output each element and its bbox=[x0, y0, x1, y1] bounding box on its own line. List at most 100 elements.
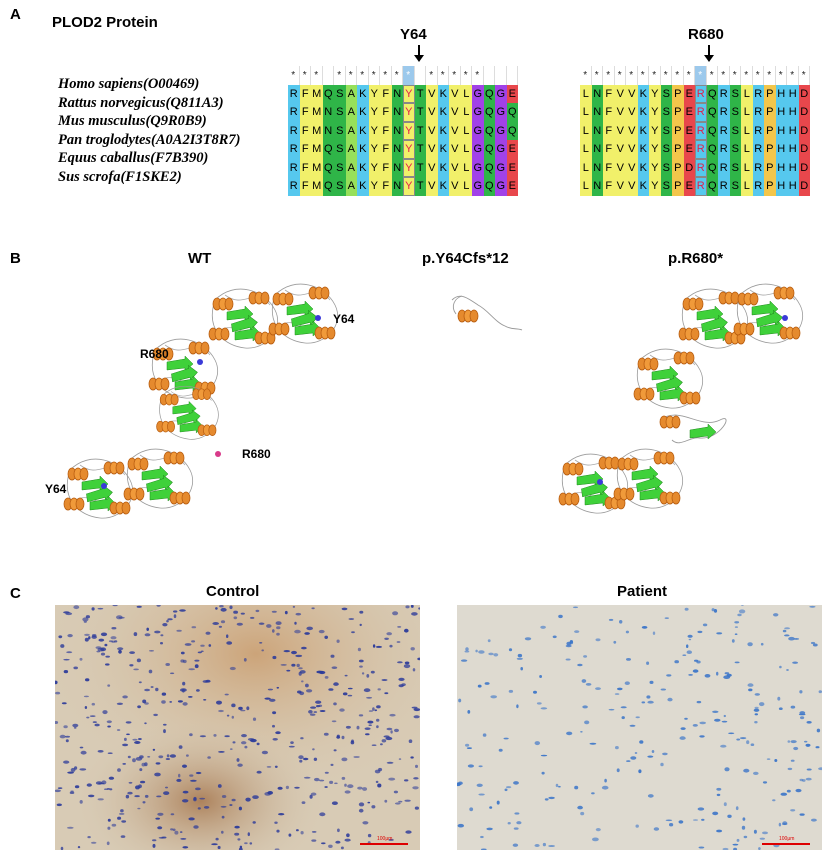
nucleus-mark bbox=[414, 806, 419, 810]
mut1-title: p.Y64Cfs*12 bbox=[422, 250, 509, 267]
nucleus-mark bbox=[741, 605, 744, 606]
nucleus-mark bbox=[589, 742, 597, 745]
nucleus-mark bbox=[723, 714, 726, 718]
residue-cell: Y bbox=[368, 84, 380, 103]
nucleus-mark bbox=[812, 643, 818, 647]
conservation-mark: * bbox=[345, 66, 357, 85]
nucleus-mark bbox=[182, 799, 189, 803]
nucleus-mark bbox=[799, 813, 805, 816]
residue-cell: M bbox=[311, 140, 323, 159]
nucleus-mark bbox=[736, 838, 740, 842]
nucleus-mark bbox=[234, 825, 240, 829]
conservation-mark: * bbox=[718, 66, 730, 85]
nucleus-mark bbox=[412, 668, 416, 672]
nucleus-mark bbox=[736, 738, 741, 741]
nucleus-mark bbox=[512, 843, 519, 847]
nucleus-mark bbox=[357, 647, 361, 652]
nucleus-mark bbox=[490, 695, 497, 699]
nucleus-mark bbox=[624, 681, 630, 685]
nucleus-mark bbox=[264, 697, 271, 700]
residue-cell: D bbox=[798, 84, 810, 103]
nucleus-mark bbox=[125, 794, 130, 799]
residue-cell: T bbox=[414, 140, 426, 159]
nucleus-mark bbox=[696, 700, 702, 704]
nucleus-mark bbox=[678, 820, 684, 824]
nucleus-mark bbox=[626, 760, 631, 762]
nucleus-mark bbox=[348, 618, 355, 620]
nucleus-mark bbox=[100, 652, 106, 656]
nucleus-mark bbox=[271, 610, 277, 613]
nucleus-mark bbox=[69, 791, 75, 794]
residue-cell: R bbox=[288, 103, 300, 122]
nucleus-mark bbox=[244, 842, 248, 845]
residue-cell: A bbox=[345, 84, 357, 103]
residue-cell: V bbox=[614, 103, 626, 122]
residue-cell: G bbox=[495, 84, 507, 103]
nucleus-mark bbox=[55, 789, 61, 793]
nucleus-mark bbox=[91, 702, 95, 706]
nucleus-mark bbox=[508, 648, 513, 652]
residue-cell: M bbox=[311, 121, 323, 140]
residue-cell: S bbox=[729, 140, 741, 159]
nucleus-mark bbox=[413, 777, 419, 780]
nucleus-mark bbox=[179, 609, 186, 612]
nucleus-mark bbox=[664, 617, 669, 619]
residue-cell: H bbox=[775, 84, 787, 103]
nucleus-mark bbox=[359, 665, 363, 668]
residue-cell: A bbox=[345, 158, 357, 177]
nucleus-mark bbox=[89, 715, 96, 717]
nucleus-mark bbox=[174, 830, 179, 835]
residue-cell: D bbox=[798, 103, 810, 122]
residue-cell: G bbox=[495, 140, 507, 159]
nucleus-mark bbox=[666, 674, 672, 677]
nucleus-mark bbox=[144, 633, 151, 637]
nucleus-mark bbox=[236, 758, 240, 762]
nucleus-mark bbox=[294, 621, 297, 625]
nucleus-mark bbox=[667, 697, 673, 702]
nucleus-mark bbox=[716, 787, 722, 791]
nucleus-mark bbox=[306, 626, 313, 631]
nucleus-mark bbox=[333, 702, 337, 706]
nucleus-mark bbox=[711, 608, 715, 612]
nucleus-mark bbox=[743, 768, 750, 773]
nucleus-mark bbox=[288, 745, 295, 748]
nucleus-mark bbox=[243, 658, 247, 662]
nucleus-mark bbox=[311, 839, 317, 842]
nucleus-mark bbox=[316, 670, 324, 674]
nucleus-mark bbox=[73, 666, 78, 670]
nucleus-mark bbox=[660, 688, 666, 691]
nucleus-mark bbox=[269, 698, 276, 702]
nucleus-mark bbox=[777, 696, 781, 701]
nucleus-mark bbox=[240, 709, 246, 712]
nucleus-mark bbox=[107, 752, 113, 754]
residue-cell: Q bbox=[322, 140, 334, 159]
nucleus-mark bbox=[232, 741, 236, 744]
nucleus-mark bbox=[155, 817, 160, 820]
residue-cell: H bbox=[787, 84, 799, 103]
nucleus-mark bbox=[734, 661, 740, 664]
residue-cell: S bbox=[729, 103, 741, 122]
nucleus-mark bbox=[341, 757, 348, 762]
nucleus-mark bbox=[704, 674, 711, 678]
nucleus-mark bbox=[219, 605, 224, 608]
nucleus-mark bbox=[57, 787, 63, 789]
nucleus-mark bbox=[283, 650, 291, 653]
nucleus-mark bbox=[108, 640, 113, 643]
nucleus-mark bbox=[370, 670, 375, 674]
nucleus-mark bbox=[132, 738, 138, 741]
residue-cell: K bbox=[357, 140, 369, 159]
nucleus-mark bbox=[693, 819, 698, 821]
nucleus-mark bbox=[86, 716, 90, 719]
nucleus-mark bbox=[331, 720, 337, 723]
conservation-mark: * bbox=[660, 66, 672, 85]
residue-cell: E bbox=[506, 140, 518, 159]
nucleus-mark bbox=[577, 663, 583, 667]
nucleus-mark bbox=[780, 792, 788, 796]
nucleus-mark bbox=[284, 610, 288, 615]
nucleus-mark bbox=[368, 724, 372, 726]
nucleus-mark bbox=[118, 616, 125, 619]
nucleus-mark bbox=[727, 814, 732, 818]
nucleus-mark bbox=[619, 620, 623, 624]
